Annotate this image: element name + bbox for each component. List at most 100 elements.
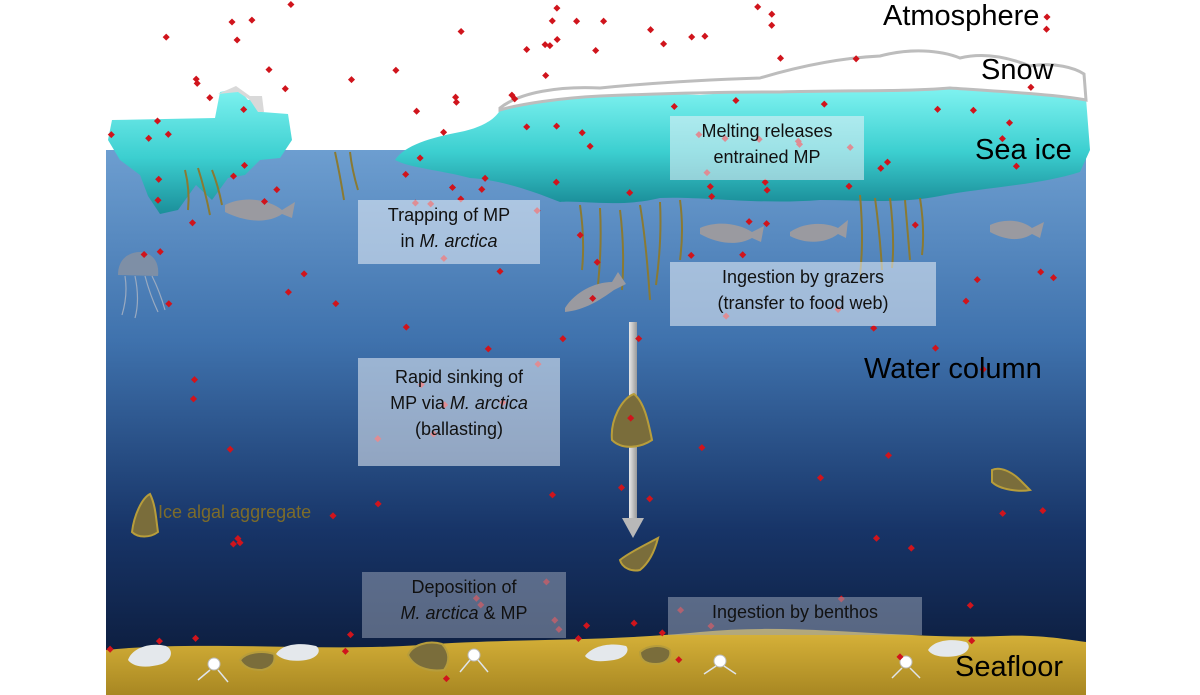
sinking-line3: (ballasting) bbox=[414, 419, 504, 439]
microplastic-particle bbox=[969, 106, 977, 114]
microplastic-particle bbox=[627, 414, 635, 422]
trapping-prefix: in bbox=[400, 231, 420, 251]
microplastic-particle bbox=[329, 512, 337, 520]
microplastic-particle bbox=[670, 102, 678, 111]
ice-algae-strands bbox=[184, 151, 925, 301]
microplastic-particle bbox=[234, 534, 242, 543]
microplastic-particle bbox=[1005, 119, 1014, 127]
microplastic-particle bbox=[240, 161, 249, 169]
microplastic-particle bbox=[164, 130, 172, 138]
microplastic-particle bbox=[1043, 13, 1051, 21]
microplastic-particle bbox=[776, 54, 785, 62]
deposition-suffix: & MP bbox=[478, 603, 528, 623]
microplastic-particle bbox=[347, 76, 356, 84]
microplastic-particle bbox=[260, 197, 269, 206]
melting-line2: entrained MP bbox=[713, 147, 821, 167]
microplastic-particle bbox=[140, 250, 148, 259]
sinking-box: Rapid sinking of MP via M. arctica (ball… bbox=[358, 358, 560, 466]
microplastic-particle bbox=[589, 294, 597, 302]
microplastic-particle bbox=[979, 365, 987, 373]
microplastic-particle bbox=[761, 178, 769, 186]
microplastic-particle bbox=[300, 270, 308, 278]
microplastic-particle bbox=[877, 164, 885, 172]
microplastic-particle bbox=[592, 46, 600, 55]
sea-ice-label: Sea ice bbox=[975, 134, 1072, 166]
microplastic-particle bbox=[287, 0, 295, 9]
microplastic-particle bbox=[402, 323, 410, 331]
microplastic-particle bbox=[548, 17, 556, 25]
sinking-line2: MP via M. arctica bbox=[358, 390, 560, 416]
microplastic-particle bbox=[413, 107, 421, 115]
microplastic-particle bbox=[675, 656, 683, 664]
microplastic-particle bbox=[452, 98, 460, 106]
microplastic-particle bbox=[523, 45, 531, 54]
microplastic-particle bbox=[156, 248, 164, 256]
seafloor-sediment bbox=[106, 628, 1086, 695]
microplastic-particle bbox=[240, 105, 248, 114]
jellyfish bbox=[118, 252, 166, 319]
microplastic-particle bbox=[658, 629, 666, 637]
microplastic-particle bbox=[660, 40, 668, 48]
microplastic-particle bbox=[701, 32, 709, 40]
microplastic-particle bbox=[870, 324, 878, 332]
microplastic-particle bbox=[883, 158, 892, 166]
microplastic-particle bbox=[1042, 25, 1051, 33]
water-column-label: Water column bbox=[864, 353, 1042, 385]
microplastic-particle bbox=[999, 509, 1007, 517]
microplastic-particle bbox=[966, 601, 974, 609]
grazers-line2: (transfer to food web) bbox=[717, 293, 889, 313]
microplastic-particle bbox=[872, 534, 881, 542]
microplastic-particle bbox=[1012, 162, 1020, 170]
microplastic-particle bbox=[630, 619, 638, 627]
microplastic-particle bbox=[284, 288, 292, 296]
deposition-line2: M. arctica & MP bbox=[362, 600, 566, 626]
microplastic-particle bbox=[107, 131, 115, 139]
microplastic-particle bbox=[478, 185, 486, 193]
microplastic-particle bbox=[768, 21, 776, 29]
benthos-label: Ingestion by benthos bbox=[711, 602, 879, 622]
microplastic-particle bbox=[546, 42, 554, 50]
microplastic-particle bbox=[745, 218, 753, 226]
microplastic-particle bbox=[732, 96, 740, 105]
sinking-prefix: MP via bbox=[390, 393, 450, 413]
microplastic-particle bbox=[754, 3, 762, 11]
water-column bbox=[106, 150, 1086, 695]
microplastic-particle bbox=[542, 71, 550, 80]
microplastic-particle bbox=[647, 26, 655, 34]
microplastic-particle bbox=[416, 154, 424, 162]
microplastic-particle bbox=[907, 544, 915, 552]
melting-line1: Melting releases bbox=[701, 121, 833, 141]
microplastic-particle bbox=[820, 100, 828, 108]
microplastic-particle bbox=[346, 631, 355, 639]
microplastic-particle bbox=[192, 634, 200, 642]
microplastic-particle bbox=[374, 500, 382, 508]
microplastic-particle bbox=[617, 484, 626, 492]
microplastic-particle bbox=[541, 41, 549, 49]
trapping-line2: in M. arctica bbox=[358, 228, 540, 254]
snow-label: Snow bbox=[981, 54, 1054, 86]
microplastic-particle bbox=[931, 344, 940, 352]
microplastic-particle bbox=[392, 66, 400, 74]
microplastic-particle bbox=[583, 622, 591, 630]
trapping-line1: Trapping of MP bbox=[387, 205, 511, 225]
microplastic-particle bbox=[452, 93, 460, 101]
microplastic-particle bbox=[402, 170, 410, 178]
microplastic-particle bbox=[281, 85, 289, 93]
atmosphere-label: Atmosphere bbox=[883, 0, 1040, 32]
grazers-box: Ingestion by grazers (transfer to food w… bbox=[670, 262, 936, 326]
microplastic-particle bbox=[155, 175, 163, 183]
microplastic-particle bbox=[763, 220, 771, 228]
microplastic-particle bbox=[574, 634, 582, 643]
microplastic-particle bbox=[968, 637, 976, 645]
microplastic-particle bbox=[698, 444, 706, 452]
microplastic-particle bbox=[573, 17, 581, 25]
microplastic-particle bbox=[106, 645, 114, 653]
fish-silhouettes bbox=[225, 199, 1044, 312]
microplastic-particle bbox=[481, 174, 489, 182]
microplastic-particle bbox=[265, 66, 273, 74]
microplastic-particle bbox=[708, 192, 716, 201]
sinking-species: M. arctica bbox=[449, 393, 528, 413]
microplastic-particle bbox=[998, 135, 1006, 143]
microplastic-particle bbox=[190, 376, 199, 384]
microplastic-particle bbox=[553, 122, 561, 130]
